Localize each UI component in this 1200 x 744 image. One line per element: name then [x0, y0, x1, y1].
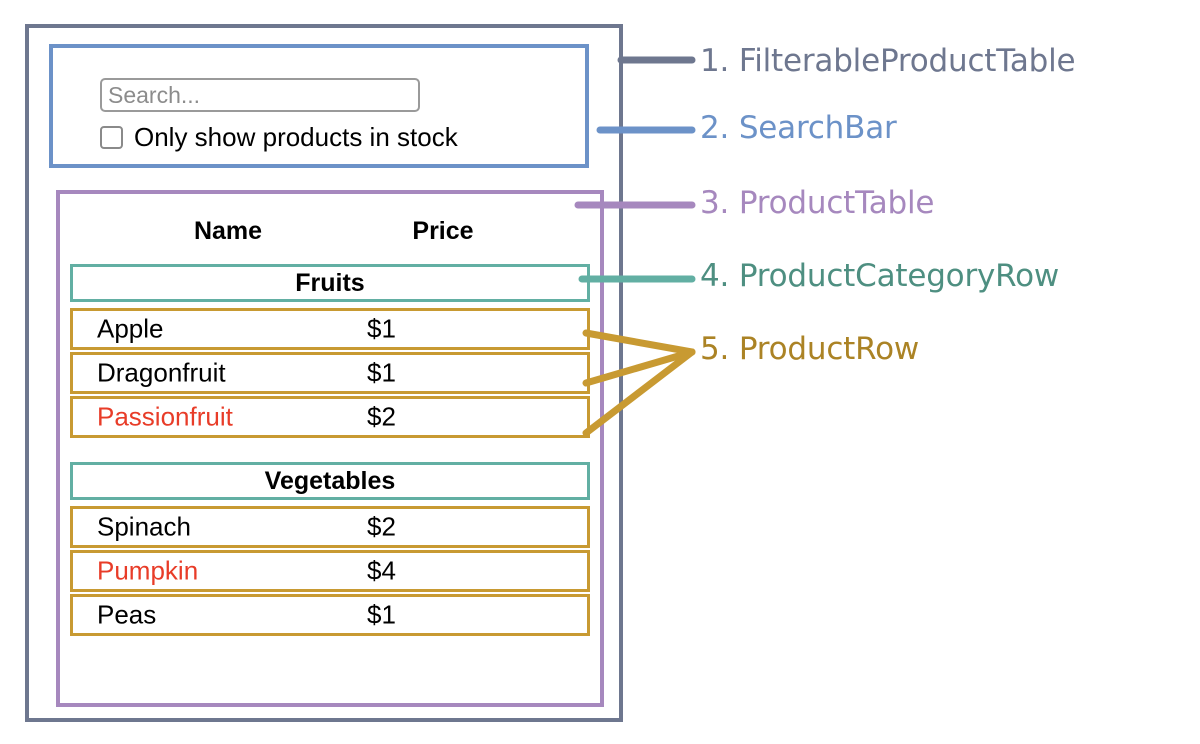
annotation-label-product-table: 3. ProductTable	[700, 185, 935, 221]
annotation-label-product-row: 5. ProductRow	[700, 331, 920, 367]
annotation-label-product-category-row: 4. ProductCategoryRow	[700, 258, 1060, 294]
product-table: Name Price Fruits Apple $1 Dragonfruit $…	[56, 190, 604, 707]
product-price: $2	[367, 401, 396, 432]
product-row[interactable]: Passionfruit $2	[70, 396, 590, 438]
product-row[interactable]: Peas $1	[70, 594, 590, 636]
product-name: Passionfruit	[97, 401, 233, 432]
annotation-label-search-bar: 2. SearchBar	[700, 110, 897, 146]
product-name: Pumpkin	[97, 555, 199, 586]
only-in-stock-label: Only show products in stock	[134, 122, 458, 152]
product-price: $1	[367, 313, 396, 344]
product-row[interactable]: Apple $1	[70, 308, 590, 350]
only-in-stock-checkbox[interactable]	[100, 125, 123, 149]
product-row[interactable]: Pumpkin $4	[70, 550, 590, 592]
group-spacer	[70, 440, 590, 462]
product-row[interactable]: Dragonfruit $1	[70, 352, 590, 394]
product-rows-area: Fruits Apple $1 Dragonfruit $1 Passionfr…	[70, 264, 590, 638]
product-table-header: Name Price	[60, 214, 600, 248]
product-name: Dragonfruit	[97, 357, 226, 388]
search-bar: Only show products in stock	[49, 44, 589, 168]
search-input[interactable]	[100, 78, 420, 112]
product-name: Spinach	[97, 511, 191, 542]
product-price: $1	[367, 599, 396, 630]
product-name: Apple	[97, 313, 164, 344]
product-price: $2	[367, 511, 396, 542]
product-category-row: Fruits	[70, 264, 590, 302]
filterable-product-table: Only show products in stock Name Price F…	[25, 24, 623, 722]
product-name: Peas	[97, 599, 157, 630]
product-row[interactable]: Spinach $2	[70, 506, 590, 548]
product-category-row: Vegetables	[70, 462, 590, 500]
column-header-name: Name	[193, 216, 263, 245]
product-price: $4	[367, 555, 396, 586]
annotation-label-filterable-product-table: 1. FilterableProductTable	[700, 43, 1076, 79]
column-header-price: Price	[412, 216, 474, 245]
stock-filter-row[interactable]: Only show products in stock	[100, 124, 458, 150]
category-label: Fruits	[295, 268, 365, 297]
category-label: Vegetables	[264, 466, 396, 495]
product-price: $1	[367, 357, 396, 388]
